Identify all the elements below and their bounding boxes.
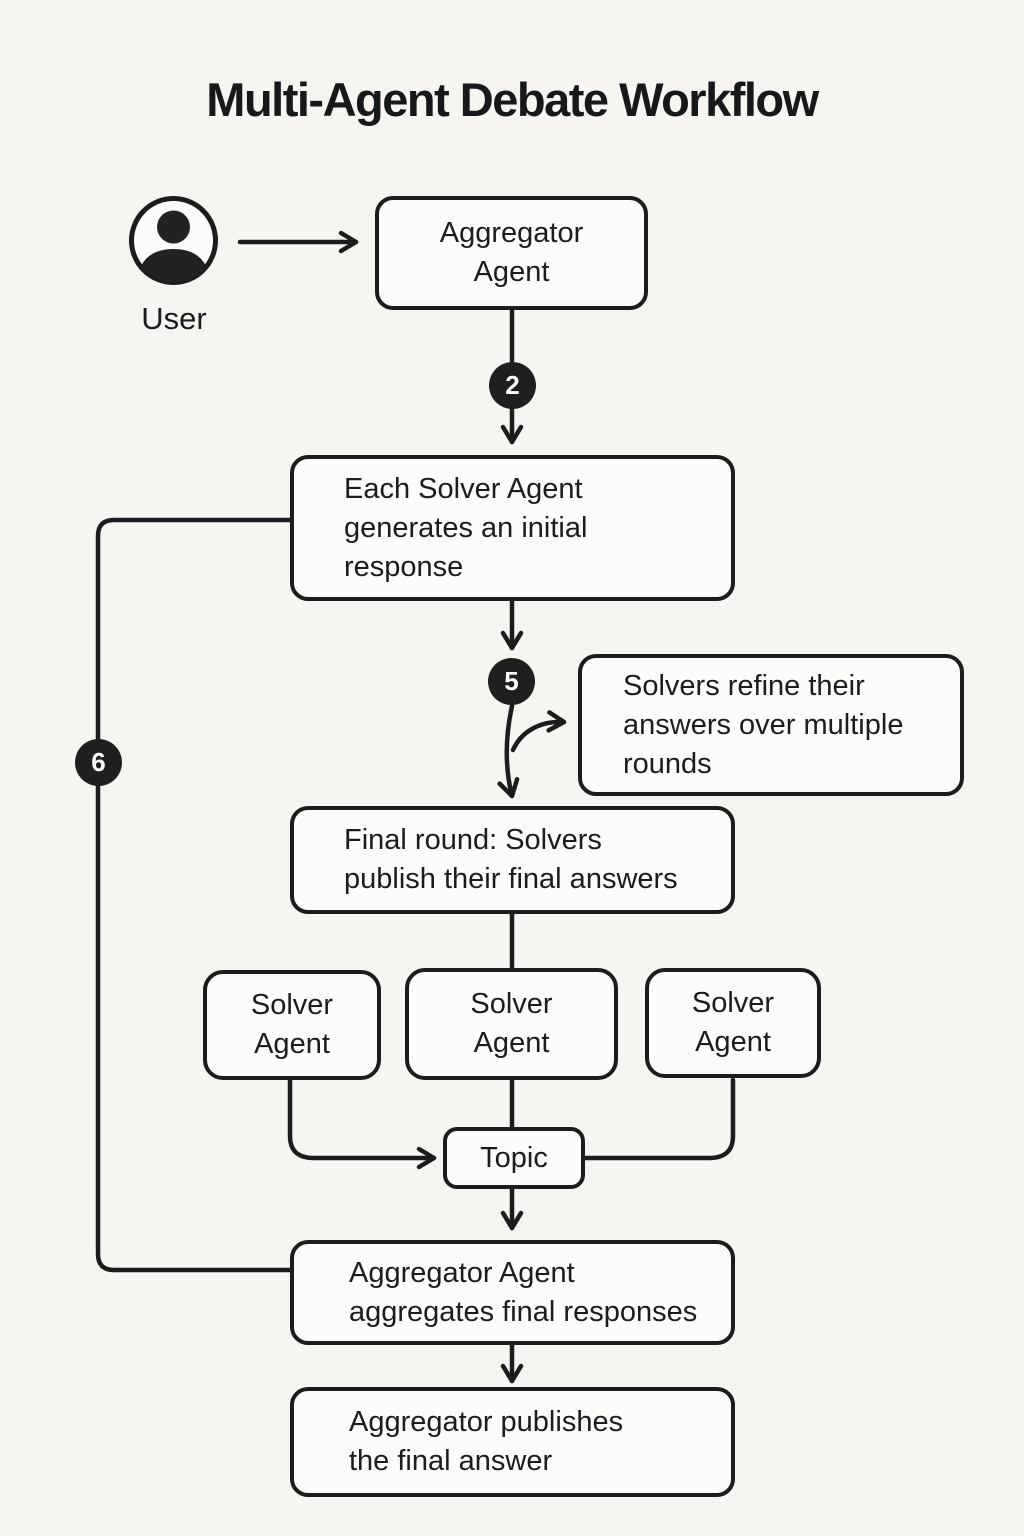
node-aggregates-responses-label: Aggregator Agent aggregates final respon… xyxy=(349,1256,698,1328)
node-aggregator-agent: Aggregator Agent xyxy=(375,196,648,310)
step-badge-5: 5 xyxy=(488,658,535,705)
node-publishes-answer: Aggregator publishes the final answer xyxy=(290,1387,735,1497)
node-refine-rounds: Solvers refine their answers over multip… xyxy=(578,654,964,796)
arrow-badge5-to-final-round xyxy=(497,703,520,799)
node-final-round-label: Final round: Solvers publish their final… xyxy=(344,824,678,895)
line-loop-step6 xyxy=(95,517,293,1273)
user-label: User xyxy=(141,301,207,336)
node-solver-agent-3-label: Solver Agent xyxy=(691,987,775,1058)
node-solver-agent-1-label: Solver Agent xyxy=(250,989,334,1060)
diagram-title: Multi-Agent Debate Workflow xyxy=(206,73,819,126)
node-aggregator-agent-label: Aggregator Agent xyxy=(439,217,584,288)
node-publishes-answer-label: Aggregator publishes the final answer xyxy=(349,1406,624,1477)
node-refine-rounds-label: Solvers refine their answers over multip… xyxy=(623,669,904,780)
line-solver3-to-topic xyxy=(583,1077,736,1161)
node-initial-response: Each Solver Agent generates an initial r… xyxy=(290,455,735,601)
user-avatar-icon xyxy=(129,196,218,285)
node-solver-agent-3: Solver Agent xyxy=(645,968,821,1078)
arrow-solver1-to-topic xyxy=(287,1077,437,1170)
node-solver-agent-2-label: Solver Agent xyxy=(470,988,553,1059)
node-topic-label: Topic xyxy=(480,1141,548,1174)
node-topic: Topic xyxy=(443,1127,585,1189)
node-aggregates-responses: Aggregator Agent aggregates final respon… xyxy=(290,1240,735,1345)
node-solver-agent-2: Solver Agent xyxy=(405,968,618,1080)
arrow-branch-to-refine xyxy=(510,710,567,753)
step-badge-6: 6 xyxy=(75,739,122,786)
step-badge-2: 2 xyxy=(489,362,536,409)
node-solver-agent-1: Solver Agent xyxy=(203,970,381,1080)
node-final-round: Final round: Solvers publish their final… xyxy=(290,806,735,914)
node-initial-response-label: Each Solver Agent generates an initial r… xyxy=(344,472,588,583)
